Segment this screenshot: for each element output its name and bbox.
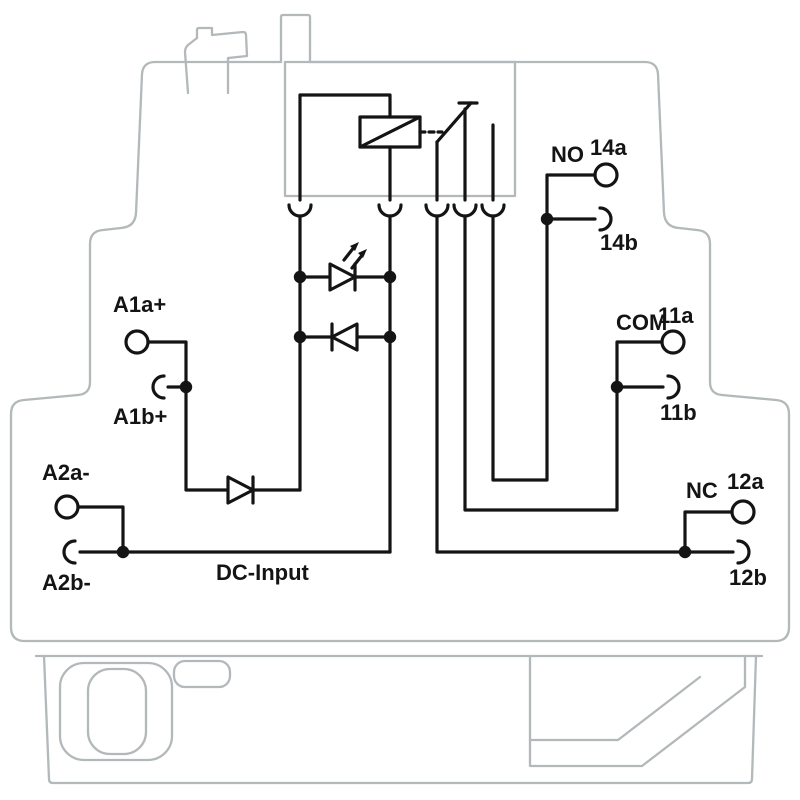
junction-dot xyxy=(383,270,397,284)
label-a2b: A2b- xyxy=(42,570,91,595)
contact-output-circuit xyxy=(435,162,756,565)
label-a2a: A2a- xyxy=(42,460,90,485)
terminal-cup xyxy=(287,203,313,218)
status-led xyxy=(328,262,357,292)
release-latch-slot xyxy=(86,667,148,756)
com-run xyxy=(463,214,619,512)
terminal-14a-circle xyxy=(593,162,619,188)
junction-dot xyxy=(293,270,307,284)
label-dc-input: DC-Input xyxy=(216,560,310,585)
no-run xyxy=(491,214,549,482)
label-12b: 12b xyxy=(729,565,767,590)
junction-dot xyxy=(179,380,193,394)
relay-symbol xyxy=(287,93,506,218)
terminal-a1a-circle xyxy=(124,329,150,355)
label-a1b: A1b+ xyxy=(113,404,167,429)
a2a-lead xyxy=(76,505,125,554)
label-nc: NC xyxy=(686,478,718,503)
label-com: COM xyxy=(616,310,667,335)
relay-enclosure-box xyxy=(283,60,517,198)
terminal-cup xyxy=(452,203,478,218)
led-light-arrow xyxy=(350,252,365,270)
terminal-cup xyxy=(377,203,403,218)
terminal-12a-circle xyxy=(730,499,756,525)
freewheeling-diode xyxy=(330,322,359,352)
polarity-protection-diode xyxy=(226,475,255,505)
din-foot-outline xyxy=(42,654,758,785)
led-arrowhead xyxy=(350,242,359,251)
label-14b: 14b xyxy=(600,230,638,255)
junction-dot xyxy=(678,545,692,559)
terminal-11b-cup xyxy=(666,374,681,400)
junction-dot xyxy=(540,212,554,226)
label-a1a: A1a+ xyxy=(113,292,166,317)
a1a-lead xyxy=(146,340,188,389)
terminal-14b-cup xyxy=(598,206,613,232)
label-11b: 11b xyxy=(660,400,697,425)
nc-lead xyxy=(683,510,734,554)
rail-clip-inner xyxy=(528,675,702,742)
rail-clip-outline xyxy=(528,654,747,768)
nc-run xyxy=(435,214,687,554)
marker-clip xyxy=(183,26,249,95)
terminal-12b-cup xyxy=(736,539,751,565)
led-arrowhead xyxy=(358,249,367,258)
junction-dot xyxy=(293,330,307,344)
junction-dot xyxy=(610,380,624,394)
label-12a: 12a xyxy=(727,469,764,494)
latch-tab xyxy=(172,659,232,689)
com-lead xyxy=(615,340,664,389)
relay-coil-diagonal xyxy=(358,115,422,149)
label-no: NO xyxy=(551,142,584,167)
terminal-a2a-circle xyxy=(54,494,80,520)
terminal-a2b-cup xyxy=(62,539,77,565)
coil-top-lead xyxy=(298,93,392,202)
housing-outline xyxy=(9,13,791,643)
housing xyxy=(9,13,791,785)
label-14a: 14a xyxy=(590,135,627,160)
a1-wire xyxy=(184,385,302,492)
release-latch-outer xyxy=(58,661,174,762)
junction-dot xyxy=(383,330,397,344)
terminal-a1b-cup xyxy=(151,374,166,400)
coil-input-circuit xyxy=(54,214,397,565)
terminal-cup xyxy=(424,203,450,218)
terminal-cup xyxy=(480,203,506,218)
no-lead xyxy=(545,173,597,221)
labels: A1a+ A1b+ A2a- A2b- DC-Input NO 14a 14b … xyxy=(42,135,767,595)
label-11a: 11a xyxy=(658,303,694,328)
junction-dot xyxy=(116,545,130,559)
